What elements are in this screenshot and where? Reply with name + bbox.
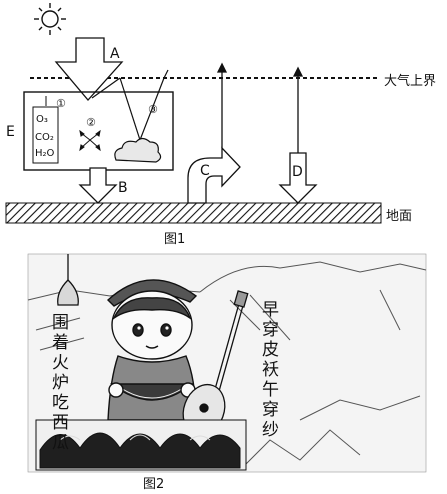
right-char-6: 穿: [262, 400, 279, 420]
ground-radiation-arrow-b: B: [78, 167, 128, 204]
gas-co2: CO₂: [35, 132, 54, 143]
background-scenery: [27, 261, 427, 471]
ground-band: [5, 202, 382, 224]
right-char-5: 午: [262, 380, 279, 400]
caption-text-right: 早 穿 皮 袄 午 穿 纱: [262, 300, 279, 440]
reflection-paths: [91, 69, 169, 141]
right-char-7: 纱: [262, 420, 279, 440]
gas-box: [32, 106, 59, 164]
hanging-lamp-icon: [57, 254, 79, 306]
cartoon-person: [106, 279, 198, 421]
scattering-arrows: [79, 129, 101, 152]
atmospheric-counter-radiation-arrow-d: D: [278, 152, 318, 204]
label-c: C: [200, 163, 210, 179]
figure-2: 围 着 火 炉 吃 西 瓜 早 穿 皮 袄 午 穿 纱 图2: [27, 253, 427, 492]
caption-text-left: 围 着 火 炉 吃 西 瓜: [52, 313, 69, 453]
ground-label: 地面: [386, 209, 412, 224]
thin-vertical-arrows: [216, 62, 304, 153]
left-char-6: 西: [52, 413, 69, 433]
left-char-5: 吃: [52, 393, 69, 413]
ground-radiation-arrow-c: C: [187, 146, 241, 204]
gas-h2o: H₂O: [35, 148, 55, 159]
left-char-4: 炉: [52, 373, 69, 393]
label-e: E: [6, 124, 15, 140]
figure-1: 大气上界 A E O₃ CO₂ H₂O ① ②: [5, 3, 436, 247]
left-char-2: 着: [52, 333, 69, 353]
right-char-2: 穿: [262, 320, 279, 340]
cloud-icon: [114, 137, 162, 163]
left-char-1: 围: [52, 313, 69, 333]
left-char-3: 火: [52, 353, 69, 373]
label-d: D: [292, 164, 303, 180]
marker-3: ③: [148, 103, 158, 116]
stove-fire: [35, 419, 247, 471]
figure-2-caption: 图2: [143, 477, 164, 492]
left-char-7: 瓜: [52, 433, 69, 453]
right-char-1: 早: [262, 300, 279, 320]
right-char-4: 袄: [262, 360, 279, 380]
label-a: A: [110, 46, 120, 62]
incoming-radiation-arrow-a: A: [54, 37, 124, 101]
marker-2: ②: [86, 116, 96, 129]
gas-o3: O₃: [36, 114, 48, 125]
right-char-3: 皮: [262, 340, 279, 360]
figure-1-caption: 图1: [164, 232, 185, 247]
atmosphere-top-label: 大气上界: [384, 73, 436, 89]
label-b: B: [118, 180, 128, 196]
marker-1: ①: [56, 97, 66, 110]
sun-icon: [34, 3, 66, 35]
